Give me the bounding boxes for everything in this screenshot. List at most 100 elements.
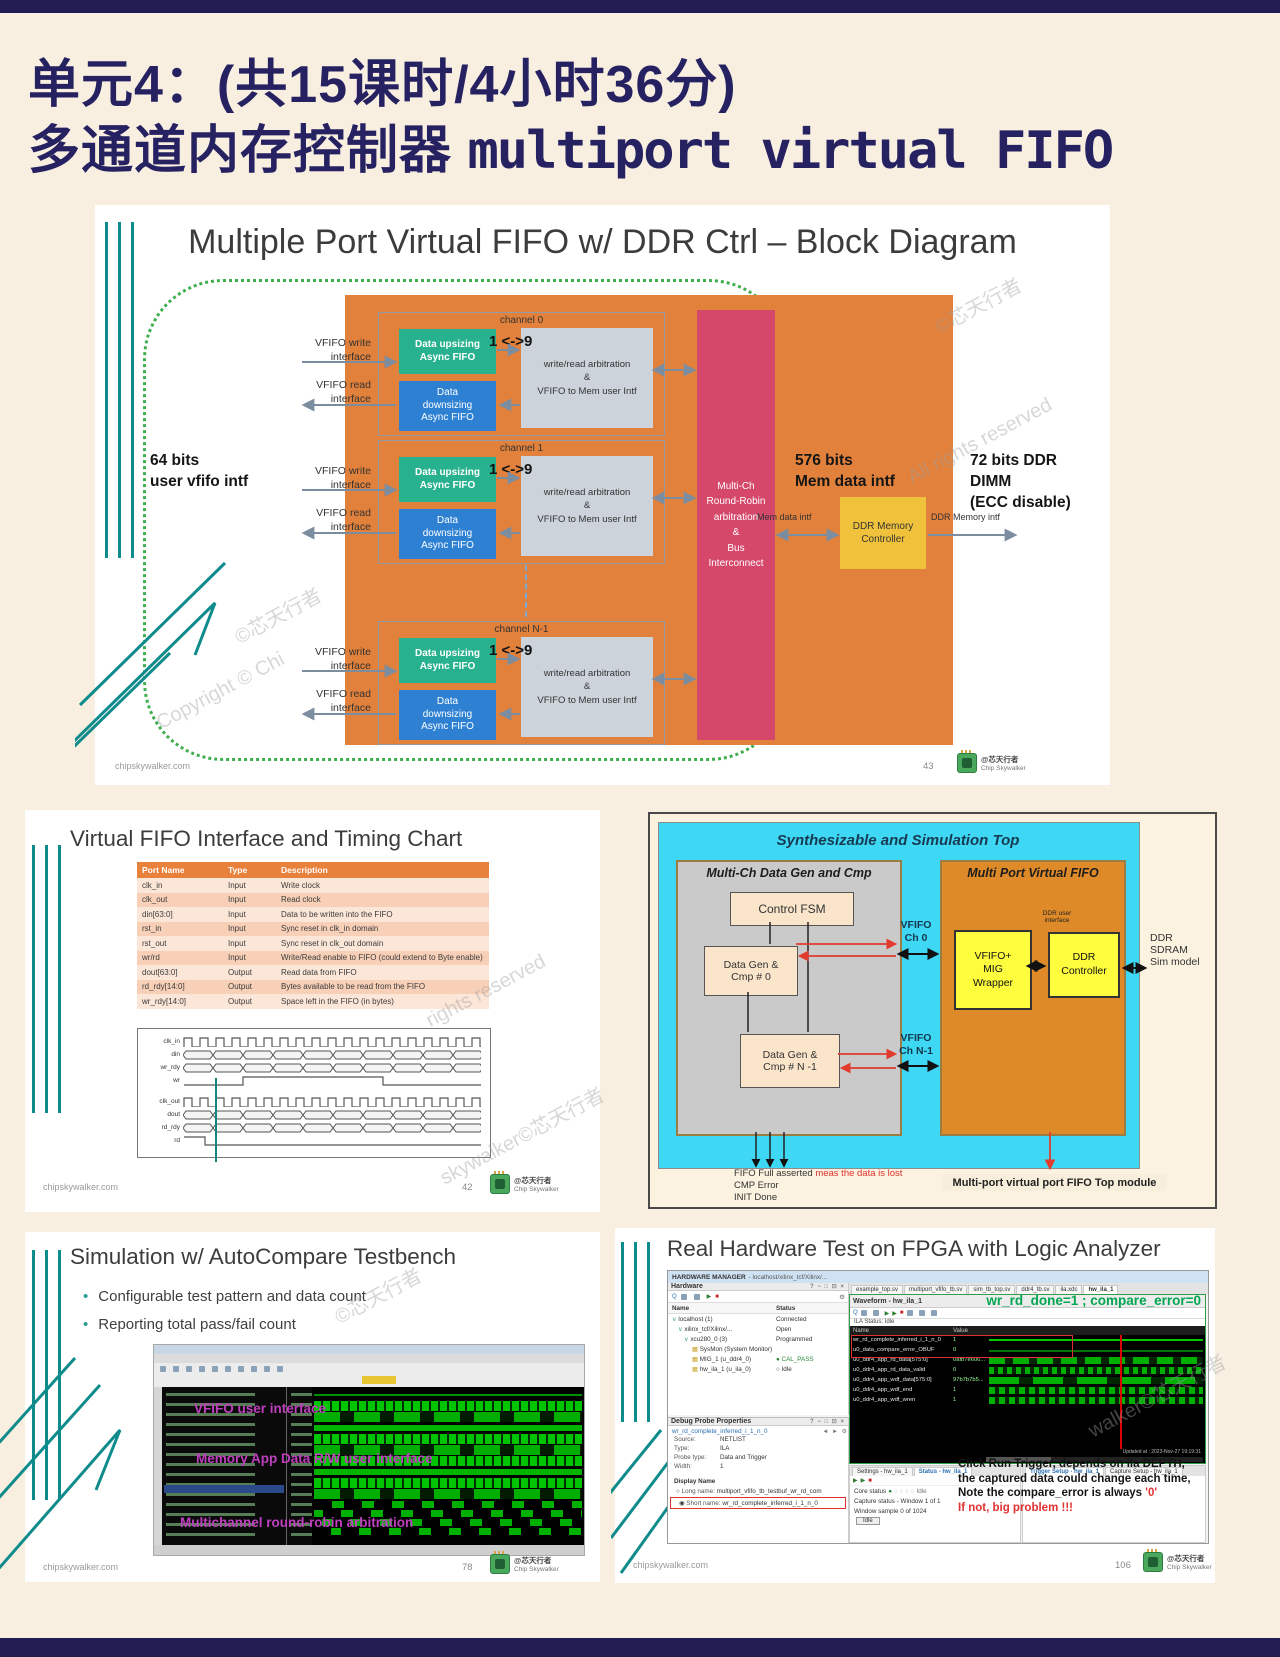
- arbitration-box: write/read arbitration & VFIFO to Mem us…: [521, 637, 653, 737]
- wave-lane: wr: [140, 1074, 486, 1087]
- short-name-radio[interactable]: ◉ Short name: wr_rd_complete_inferred_i_…: [670, 1497, 846, 1509]
- tree-expand-icon[interactable]: ∨: [672, 1315, 677, 1323]
- gear-icon[interactable]: ⚙: [839, 1293, 845, 1301]
- zoom-icon[interactable]: Q: [853, 1310, 858, 1316]
- tab-ddr4-tb[interactable]: ddr4_tb.sv: [1016, 1285, 1055, 1294]
- waveform-toolbar[interactable]: Q ▶ ▶ ■: [850, 1308, 1205, 1319]
- sim-side-toolbar[interactable]: [154, 1387, 162, 1545]
- highlight-red-box: [851, 1335, 1073, 1358]
- tree-expand-icon[interactable]: ∨: [684, 1335, 689, 1343]
- tab-multiport-vfifo-tb[interactable]: multiport_vfifo_tb.sv: [904, 1285, 968, 1294]
- panel-controls-icons[interactable]: ? − □ ⊡ ×: [810, 1419, 845, 1425]
- long-name-radio[interactable]: ○ Long name: multiport_vfifo_tb_testbuf_…: [676, 1487, 822, 1495]
- tree-item[interactable]: ∨ xilinx_tcf/Xilinx/...Open: [678, 1325, 792, 1333]
- toolbar-icon[interactable]: [906, 1310, 913, 1316]
- footer-site: chipskywalker.com: [115, 761, 191, 771]
- sim-wave-panel[interactable]: [312, 1387, 584, 1545]
- tree-item[interactable]: ▦ MIG_1 (u_ddr4_0)● CAL_PASS: [692, 1355, 814, 1363]
- run-immediate-icon[interactable]: ▶: [892, 1310, 897, 1317]
- bottom-bar: [0, 1638, 1280, 1657]
- trigger-panel: Trigger Setup - hw_ila_1 Capture Setup -…: [1022, 1465, 1206, 1543]
- tree-expand-icon[interactable]: ∨: [678, 1325, 683, 1333]
- panel-controls-icons[interactable]: ? − □ ⊡ ×: [810, 1284, 845, 1290]
- status-tabs[interactable]: Settings - hw_ila_1 Status - hw_ila_1: [850, 1466, 1020, 1476]
- sim-toolbar[interactable]: [154, 1363, 584, 1375]
- chip-logo-icon: [1143, 1549, 1163, 1572]
- run-trigger-icon[interactable]: ▶: [884, 1310, 890, 1317]
- zoom-out-icon[interactable]: [872, 1310, 879, 1316]
- tab-ila-xdc[interactable]: ila.xdc: [1055, 1285, 1083, 1294]
- run-icon[interactable]: ▶: [853, 1478, 858, 1484]
- tree-item[interactable]: ∨ xcu280_0 (3)Programmed: [684, 1335, 813, 1343]
- tab-capture-setup[interactable]: Capture Setup - hw_ila_1: [1105, 1467, 1183, 1476]
- stop-trigger-icon[interactable]: ■: [899, 1310, 904, 1316]
- idle-button[interactable]: Idle: [856, 1517, 880, 1525]
- sim-name-panel[interactable]: [162, 1387, 286, 1545]
- tree-item[interactable]: ▦ SysMon (System Monitor): [692, 1345, 773, 1353]
- tree-node-icon[interactable]: ▦: [692, 1355, 698, 1363]
- dimm-label: 72 bits DDR DIMM (ECC disable): [970, 452, 1071, 511]
- step-icon[interactable]: ▶: [860, 1478, 866, 1484]
- radio-on-icon[interactable]: ◉: [679, 1499, 685, 1507]
- tab-example-top[interactable]: example_top.sv: [851, 1285, 904, 1294]
- scroll-thumb[interactable]: [986, 1457, 1052, 1462]
- vfifo-write-intf-label: VFIFO write interface: [314, 465, 371, 491]
- trigger-tabs[interactable]: Trigger Setup - hw_ila_1 Capture Setup -…: [1023, 1466, 1205, 1476]
- signal-row[interactable]: u0_ddr4_app_rd_data[575:0]0afb7e606...: [850, 1355, 1205, 1365]
- hardware-toolbar[interactable]: Q ▶ ■ ⚙: [668, 1291, 848, 1303]
- slide3-title: Synthesizable and Simulation Top: [776, 832, 1020, 849]
- probe-nav-icons[interactable]: ◄ ► ⚙: [822, 1428, 848, 1435]
- status-toolbar[interactable]: ▶ ▶ ■: [850, 1476, 1020, 1486]
- vfifo-read-intf-label: VFIFO read interface: [316, 507, 371, 533]
- tree-node-icon[interactable]: ▦: [692, 1345, 698, 1353]
- status-dots-icon: ○ ○ ○ ○: [894, 1487, 915, 1495]
- tab-sim-tb-top[interactable]: sim_tb_top.sv: [968, 1285, 1016, 1294]
- sim-titlebar: [154, 1345, 584, 1354]
- run-icon[interactable]: ▶: [706, 1294, 712, 1300]
- tab-status[interactable]: Status - hw_ila_1: [913, 1467, 973, 1476]
- annotation-mem-app-intf: Memory App Data R/W user interface: [196, 1451, 433, 1466]
- wave-cols: Name Value: [850, 1326, 1205, 1335]
- debug-probe-panel: Debug Probe Properties ? − □ ⊡ × wr_rd_c…: [668, 1417, 849, 1543]
- toolbar-icon[interactable]: [918, 1310, 925, 1316]
- stop-icon[interactable]: ■: [715, 1293, 719, 1300]
- ddr-sdram-label: DDR SDRAM Sim model: [1150, 932, 1200, 968]
- probe-name-row[interactable]: wr_rd_complete_inferred_i_1_n_0 ◄ ► ⚙: [672, 1427, 848, 1435]
- page-title: 单元4：(共15课时/4小时36分) 多通道内存控制器 multiport vi…: [28, 52, 1114, 184]
- radio-off-icon[interactable]: ○: [676, 1487, 680, 1495]
- sim-highlight-badge: [362, 1376, 396, 1384]
- probe-field: Type:ILA: [674, 1445, 730, 1452]
- editor-tabs[interactable]: example_top.sv multiport_vfifo_tb.sv sim…: [849, 1283, 1208, 1294]
- vfifo-mig-wrapper-box: VFIFO+ MIG Wrapper: [954, 930, 1032, 1010]
- tree-item[interactable]: ▦ hw_ila_1 (u_ila_0)○ Idle: [692, 1365, 792, 1373]
- channel-box: channel 0 Data upsizing Async FIFO Data …: [315, 312, 665, 436]
- tree-node-icon[interactable]: ▦: [692, 1365, 698, 1373]
- zoom-in-icon[interactable]: [860, 1310, 867, 1316]
- tab-hw-ila[interactable]: hw_ila_1: [1083, 1285, 1119, 1294]
- top-bar: [0, 0, 1280, 13]
- toolbar-icon[interactable]: [930, 1310, 937, 1316]
- wave-cursor[interactable]: [215, 1078, 217, 1162]
- selected-signal-row[interactable]: [164, 1485, 284, 1493]
- signal-row[interactable]: u0_ddr4_app_wdf_data[575:0]97b7b7b5...: [850, 1375, 1205, 1385]
- tab-trigger-setup[interactable]: Trigger Setup - hw_ila_1: [1025, 1467, 1105, 1476]
- chip-logo-icon: [957, 750, 977, 773]
- tab-settings[interactable]: Settings - hw_ila_1: [852, 1467, 913, 1476]
- connect-icon[interactable]: [680, 1293, 687, 1300]
- channel-box: channel 1 Data upsizing Async FIFO Data …: [315, 440, 665, 564]
- wave-scrollbar[interactable]: [986, 1457, 1203, 1462]
- ratio-label: 1 <->9: [489, 461, 533, 478]
- stop-icon[interactable]: ■: [868, 1477, 872, 1484]
- sim-tabstrip[interactable]: [154, 1354, 584, 1363]
- tree-item[interactable]: ∨ localhost (1)Connected: [672, 1315, 807, 1323]
- channel-ellipsis: [525, 565, 527, 617]
- trigger-marker[interactable]: [1119, 1335, 1122, 1449]
- search-icon[interactable]: Q: [672, 1293, 677, 1300]
- refresh-icon[interactable]: [693, 1293, 700, 1300]
